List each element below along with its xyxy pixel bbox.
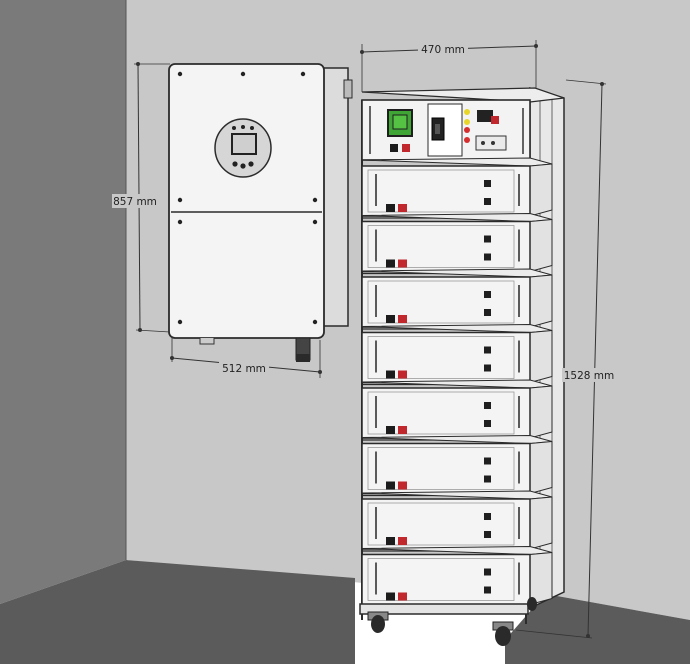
terminal-positive	[398, 592, 407, 601]
dimension-inverter-height: 857 mm	[112, 62, 171, 333]
wheel-icon	[527, 597, 537, 611]
terminal-negative	[386, 592, 395, 601]
control-module	[361, 99, 531, 161]
lcd-screen-icon	[231, 133, 257, 155]
label-inverter-width: 512 mm	[222, 363, 266, 375]
wheel-icon	[492, 621, 514, 646]
label-stack-width: 470 mm	[421, 44, 465, 56]
battery-module	[361, 323, 553, 386]
terminal-negative	[386, 481, 395, 490]
terminal-positive	[398, 259, 407, 268]
battery-modules	[361, 157, 553, 608]
terminal-negative	[386, 426, 395, 434]
battery-stack	[359, 86, 565, 646]
terminal-negative	[386, 370, 395, 379]
terminal-positive	[398, 537, 407, 545]
terminal-negative	[386, 204, 395, 212]
terminal-positive	[398, 426, 407, 434]
inverter	[168, 63, 353, 362]
battery-module	[361, 212, 553, 275]
battery-module	[361, 545, 553, 608]
label-stack-height: 1528 mm	[564, 370, 615, 382]
floor-right	[505, 594, 690, 664]
side-wall	[0, 0, 126, 604]
battery-module	[361, 268, 553, 330]
terminal-positive	[398, 204, 407, 212]
stack-base	[359, 597, 537, 646]
led-indicator-icon	[464, 109, 470, 115]
dimension-stack-width: 470 mm	[360, 40, 538, 92]
dimension-inverter-width: 512 mm	[170, 336, 322, 378]
inverter-control-panel	[214, 118, 272, 178]
dimension-stack-height: 1528 mm	[515, 79, 616, 639]
terminal-negative	[386, 537, 395, 545]
battery-module	[361, 434, 553, 497]
inverter-body	[168, 63, 325, 339]
wheel-icon	[367, 611, 389, 633]
terminal-positive	[398, 481, 407, 490]
terminal-negative	[386, 259, 395, 268]
terminal-positive	[398, 370, 407, 379]
battery-module	[361, 490, 553, 552]
battery-module	[361, 157, 553, 219]
floor	[0, 560, 355, 664]
label-inverter-height: 857 mm	[113, 196, 157, 208]
battery-module	[361, 379, 553, 441]
terminal-positive	[398, 315, 407, 323]
terminal-negative	[386, 315, 395, 323]
